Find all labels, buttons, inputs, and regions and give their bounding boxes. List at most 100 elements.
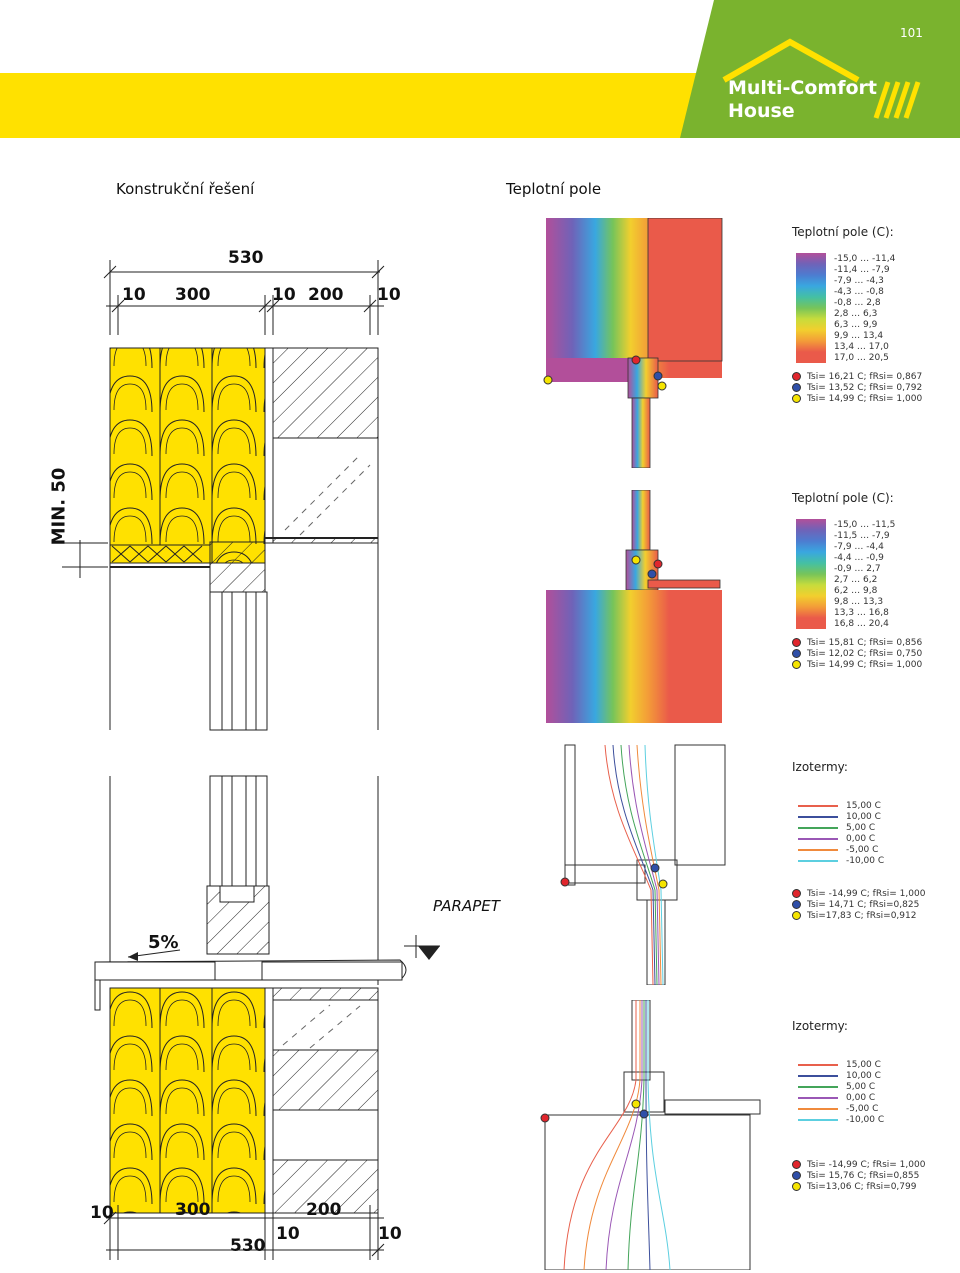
header-green-panel bbox=[680, 0, 960, 138]
legend-swatch bbox=[796, 596, 826, 607]
legend-label: -7,9 … -4,3 bbox=[834, 275, 884, 286]
page-number: 101 bbox=[900, 26, 923, 40]
point-label: Tsi= 16,21 C; fRsi= 0,867 bbox=[807, 371, 923, 382]
legend-label: -0,9 … 2,7 bbox=[834, 563, 881, 574]
legend-label: -10,00 C bbox=[846, 1114, 885, 1125]
legend-label: -11,5 … -7,9 bbox=[834, 530, 890, 541]
point-row: Tsi= 15,81 C; fRsi= 0,856 bbox=[792, 637, 957, 648]
legend-label: -4,3 … -0,8 bbox=[834, 286, 884, 297]
legend-label: 0,00 C bbox=[846, 1092, 876, 1103]
legend-row: -15,0 … -11,4 bbox=[796, 253, 957, 264]
point-label: Tsi= 14,71 C; fRsi=0,825 bbox=[807, 899, 920, 910]
legend-row: -7,9 … -4,4 bbox=[796, 541, 957, 552]
point-row: Tsi= 15,76 C; fRsi=0,855 bbox=[792, 1170, 957, 1181]
panel2: Teplotní pole (C): -15,0 … -11,5-11,5 … … bbox=[792, 491, 957, 670]
legend-swatch bbox=[796, 286, 826, 297]
point-label: Tsi= 14,99 C; fRsi= 1,000 bbox=[807, 393, 923, 404]
thermal-field-bottom bbox=[546, 490, 722, 723]
slope-label: 5% bbox=[148, 932, 179, 953]
point-marker-icon bbox=[792, 1182, 801, 1191]
legend-label: 10,00 C bbox=[846, 811, 881, 822]
point-marker-icon bbox=[792, 649, 801, 658]
legend-row: 2,7 … 6,2 bbox=[796, 574, 957, 585]
legend-label: 17,0 … 20,5 bbox=[834, 352, 889, 363]
legend-line bbox=[798, 1063, 838, 1066]
right-section-title: Teplotní pole bbox=[506, 180, 602, 198]
legend-swatch bbox=[796, 574, 826, 585]
legend-row: 15,00 C bbox=[798, 1059, 957, 1070]
point-row: Tsi= 12,02 C; fRsi= 0,750 bbox=[792, 648, 957, 659]
legend-row: -0,9 … 2,7 bbox=[796, 563, 957, 574]
legend-row: -0,8 … 2,8 bbox=[796, 297, 957, 308]
thermal-field-top bbox=[543, 218, 723, 468]
legend-row: 15,00 C bbox=[798, 800, 957, 811]
legend-row: 10,00 C bbox=[798, 811, 957, 822]
point-marker-icon bbox=[792, 638, 801, 647]
panel2-title: Teplotní pole (C): bbox=[792, 491, 894, 505]
legend-label: 9,8 … 13,3 bbox=[834, 596, 884, 607]
dim-top-c: 10 bbox=[272, 285, 296, 305]
dim-bot-d: 10 bbox=[276, 1224, 300, 1244]
legend-line bbox=[798, 1085, 838, 1088]
legend-swatch bbox=[796, 330, 826, 341]
legend-row: 5,00 C bbox=[798, 822, 957, 833]
dim-top-b: 300 bbox=[175, 285, 211, 305]
legend-line bbox=[798, 848, 838, 851]
dim-bot-a: 10 bbox=[90, 1203, 114, 1223]
panel2-legend: -15,0 … -11,5-11,5 … -7,9-7,9 … -4,4-4,4… bbox=[796, 519, 957, 629]
legend-label: 5,00 C bbox=[846, 1081, 876, 1092]
legend-row: 2,8 … 6,3 bbox=[796, 308, 957, 319]
legend-row: -5,00 C bbox=[798, 844, 957, 855]
legend-label: 6,3 … 9,9 bbox=[834, 319, 878, 330]
panel4-title: Izotermy: bbox=[792, 1019, 848, 1033]
legend-swatch bbox=[796, 585, 826, 596]
legend-swatch bbox=[796, 530, 826, 541]
legend-line bbox=[798, 837, 838, 840]
dim-top-e: 10 bbox=[377, 285, 401, 305]
legend-swatch bbox=[796, 253, 826, 264]
legend-line bbox=[798, 804, 838, 807]
legend-label: 5,00 C bbox=[846, 822, 876, 833]
legend-row: -4,4 … -0,9 bbox=[796, 552, 957, 563]
brand-line1: Multi-Comfort bbox=[728, 77, 877, 99]
legend-line bbox=[798, 1118, 838, 1121]
dim-bot-c: 200 bbox=[306, 1200, 342, 1220]
legend-label: 13,3 … 16,8 bbox=[834, 607, 889, 618]
legend-row: 6,2 … 9,8 bbox=[796, 585, 957, 596]
legend-line bbox=[798, 1096, 838, 1099]
dim-top-d: 200 bbox=[308, 285, 344, 305]
point-marker-icon bbox=[792, 1171, 801, 1180]
stripes-icon bbox=[873, 81, 921, 119]
legend-label: 9,9 … 13,4 bbox=[834, 330, 884, 341]
point-row: Tsi= 14,71 C; fRsi=0,825 bbox=[792, 899, 957, 910]
legend-swatch bbox=[796, 308, 826, 319]
roof-icon bbox=[722, 38, 860, 83]
min-label: MIN. 50 bbox=[48, 467, 70, 546]
point-marker-icon bbox=[792, 911, 801, 920]
legend-line bbox=[798, 826, 838, 829]
legend-label: 16,8 … 20,4 bbox=[834, 618, 889, 629]
legend-row: 17,0 … 20,5 bbox=[796, 352, 957, 363]
legend-swatch bbox=[796, 552, 826, 563]
dim-bot-b: 300 bbox=[175, 1200, 211, 1220]
legend-label: 2,8 … 6,3 bbox=[834, 308, 878, 319]
legend-line bbox=[798, 1107, 838, 1110]
legend-row: -11,5 … -7,9 bbox=[796, 530, 957, 541]
legend-swatch bbox=[796, 275, 826, 286]
point-marker-icon bbox=[792, 900, 801, 909]
point-row: Tsi=13,06 C; fRsi=0,799 bbox=[792, 1181, 957, 1192]
construction-drawing bbox=[62, 260, 440, 1260]
panel1-title: Teplotní pole (C): bbox=[792, 225, 894, 239]
legend-swatch bbox=[796, 541, 826, 552]
legend-label: 13,4 … 17,0 bbox=[834, 341, 889, 352]
legend-row: -10,00 C bbox=[798, 1114, 957, 1125]
point-label: Tsi= 12,02 C; fRsi= 0,750 bbox=[807, 648, 923, 659]
brand-line2: House bbox=[728, 100, 795, 122]
legend-line bbox=[798, 1074, 838, 1077]
